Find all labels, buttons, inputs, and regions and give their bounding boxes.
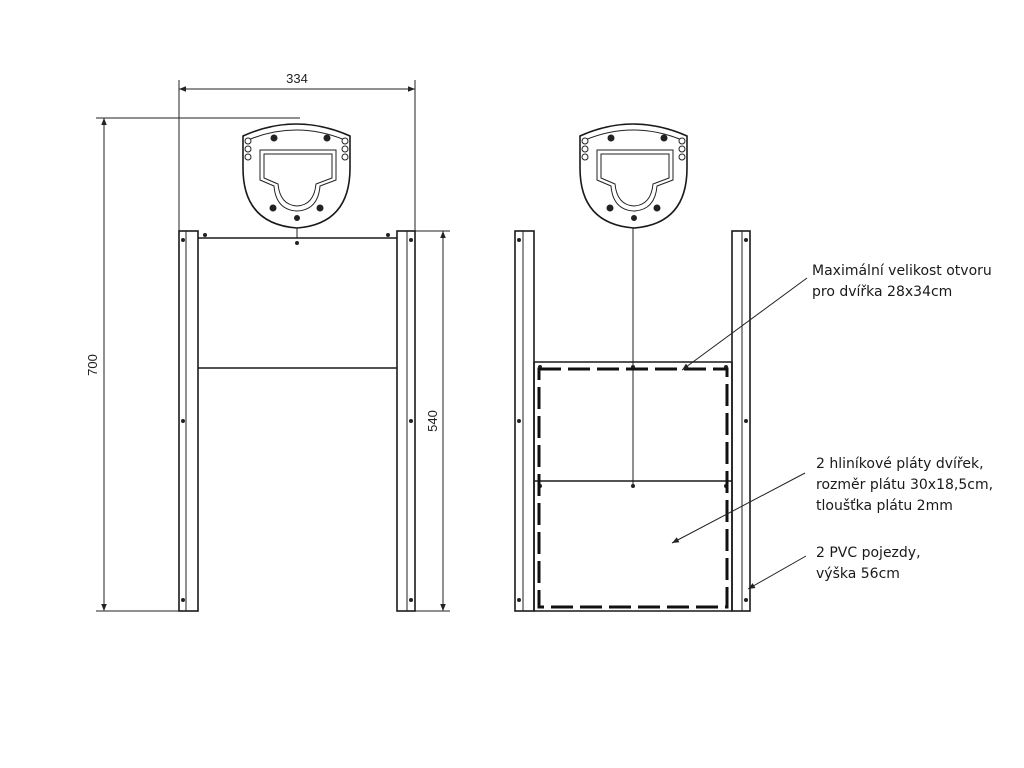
left-view: 334 700 540: [85, 71, 450, 612]
annotation-plates-line-1: 2 hliníkové pláty dvířek,: [816, 456, 984, 472]
leader-rails: [747, 555, 807, 590]
rail-height-label: 540: [425, 410, 440, 432]
annotation-rails-line-2: výška 56cm: [816, 566, 900, 582]
opening-outline: [537, 367, 729, 609]
door-panel-lowered: [533, 361, 733, 612]
width-label: 334: [286, 71, 308, 86]
annotation-opening-line-1: Maximální velikost otvoru: [812, 263, 992, 279]
annotation-plates: 2 hliníkové pláty dvířek, rozměr plátu 3…: [816, 456, 993, 514]
leader-plates: [671, 472, 806, 544]
motor-housing: [242, 123, 351, 238]
left-rail: [178, 230, 199, 612]
annotation-opening-line-2: pro dvířka 28x34cm: [812, 284, 952, 300]
left-rail-right-view: [514, 230, 535, 612]
right-rail-right-view: [731, 230, 751, 612]
total-height-label: 700: [85, 354, 100, 376]
annotation-plates-line-2: rozměr plátu 30x18,5cm,: [816, 477, 993, 493]
width-dimension: 334: [178, 71, 416, 232]
motor-housing-right: [579, 123, 688, 229]
annotation-rails: 2 PVC pojezdy, výška 56cm: [816, 545, 921, 582]
door-panel-raised: [198, 233, 397, 369]
right-view: [514, 123, 808, 612]
annotation-opening: Maximální velikost otvoru pro dvířka 28x…: [812, 263, 992, 300]
leader-opening: [681, 277, 808, 371]
right-rail: [396, 230, 416, 612]
rail-height-dimension: 540: [414, 230, 450, 612]
annotation-plates-line-3: tloušťka plátu 2mm: [816, 498, 953, 514]
total-height-dimension: 700: [85, 117, 300, 612]
annotation-rails-line-1: 2 PVC pojezdy,: [816, 545, 921, 561]
